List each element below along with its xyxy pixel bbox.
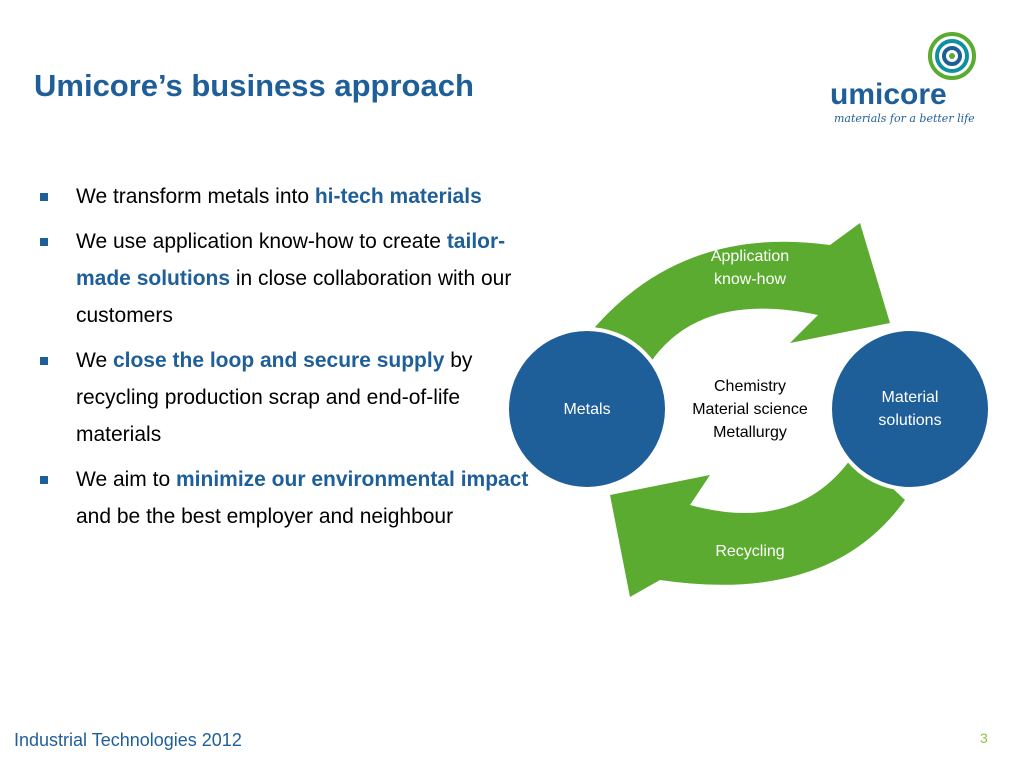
umicore-logo: umicore materials for a better life	[828, 30, 998, 126]
bullet-highlight: hi-tech materials	[314, 185, 482, 208]
logo-wordmark: umicore	[830, 78, 947, 111]
bottom-arrow-label: Recycling	[715, 543, 785, 560]
page-number: 3	[980, 730, 988, 746]
bullet-item: We use application know-how to create ta…	[40, 223, 530, 334]
bullet-text: We aim to	[76, 468, 176, 491]
logo-swirl-icon	[928, 32, 976, 80]
center-label-line1: Chemistry	[713, 378, 786, 395]
bullet-text: and be the best employer and neighbour	[76, 505, 454, 528]
bullet-highlight: tailor-made solutions	[76, 230, 506, 290]
footer-text: Industrial Technologies 2012	[14, 730, 242, 750]
bullet-text: We	[76, 349, 113, 372]
bullet-text: We transform metals into	[76, 185, 315, 208]
bullet-item: We close the loop and secure supply by r…	[40, 342, 530, 453]
top-arrow-label-line2: know-how	[713, 271, 787, 288]
slide-title: Umicore’s business approach	[34, 68, 474, 103]
top-arrow-label-line1: Application	[710, 248, 790, 265]
bullet-highlight: close the loop and secure supply	[112, 349, 445, 372]
bullet-highlight: minimize our environmental impact	[175, 468, 529, 491]
center-label-line3: Metallurgy	[713, 424, 787, 441]
center-label-line2: Material science	[692, 401, 808, 418]
bullet-text: We use application know-how to create	[76, 230, 447, 253]
square-bullet-icon	[40, 357, 48, 365]
logo-tagline: materials for a better life	[834, 112, 975, 125]
bottom-cycle-arrow	[610, 453, 905, 597]
metals-label: Metals	[563, 401, 611, 418]
bullet-list: We transform metals into hi-tech materia…	[40, 178, 530, 543]
square-bullet-icon	[40, 476, 48, 484]
material-solutions-line2: solutions	[878, 412, 942, 429]
square-bullet-icon	[40, 193, 48, 201]
top-cycle-arrow	[595, 223, 890, 363]
square-bullet-icon	[40, 238, 48, 246]
material-solutions-circle	[828, 327, 992, 491]
bullet-item: We transform metals into hi-tech materia…	[40, 178, 530, 215]
bullet-item: We aim to minimize our environmental imp…	[40, 461, 530, 535]
cycle-diagram: Application know-how Recycling Metals Ma…	[500, 215, 1000, 610]
material-solutions-line1: Material	[881, 389, 939, 406]
bullet-text: by recycling production scrap and end-of…	[76, 349, 473, 446]
metals-circle	[505, 327, 669, 491]
bullet-text: in close collaboration with our customer…	[76, 267, 512, 327]
